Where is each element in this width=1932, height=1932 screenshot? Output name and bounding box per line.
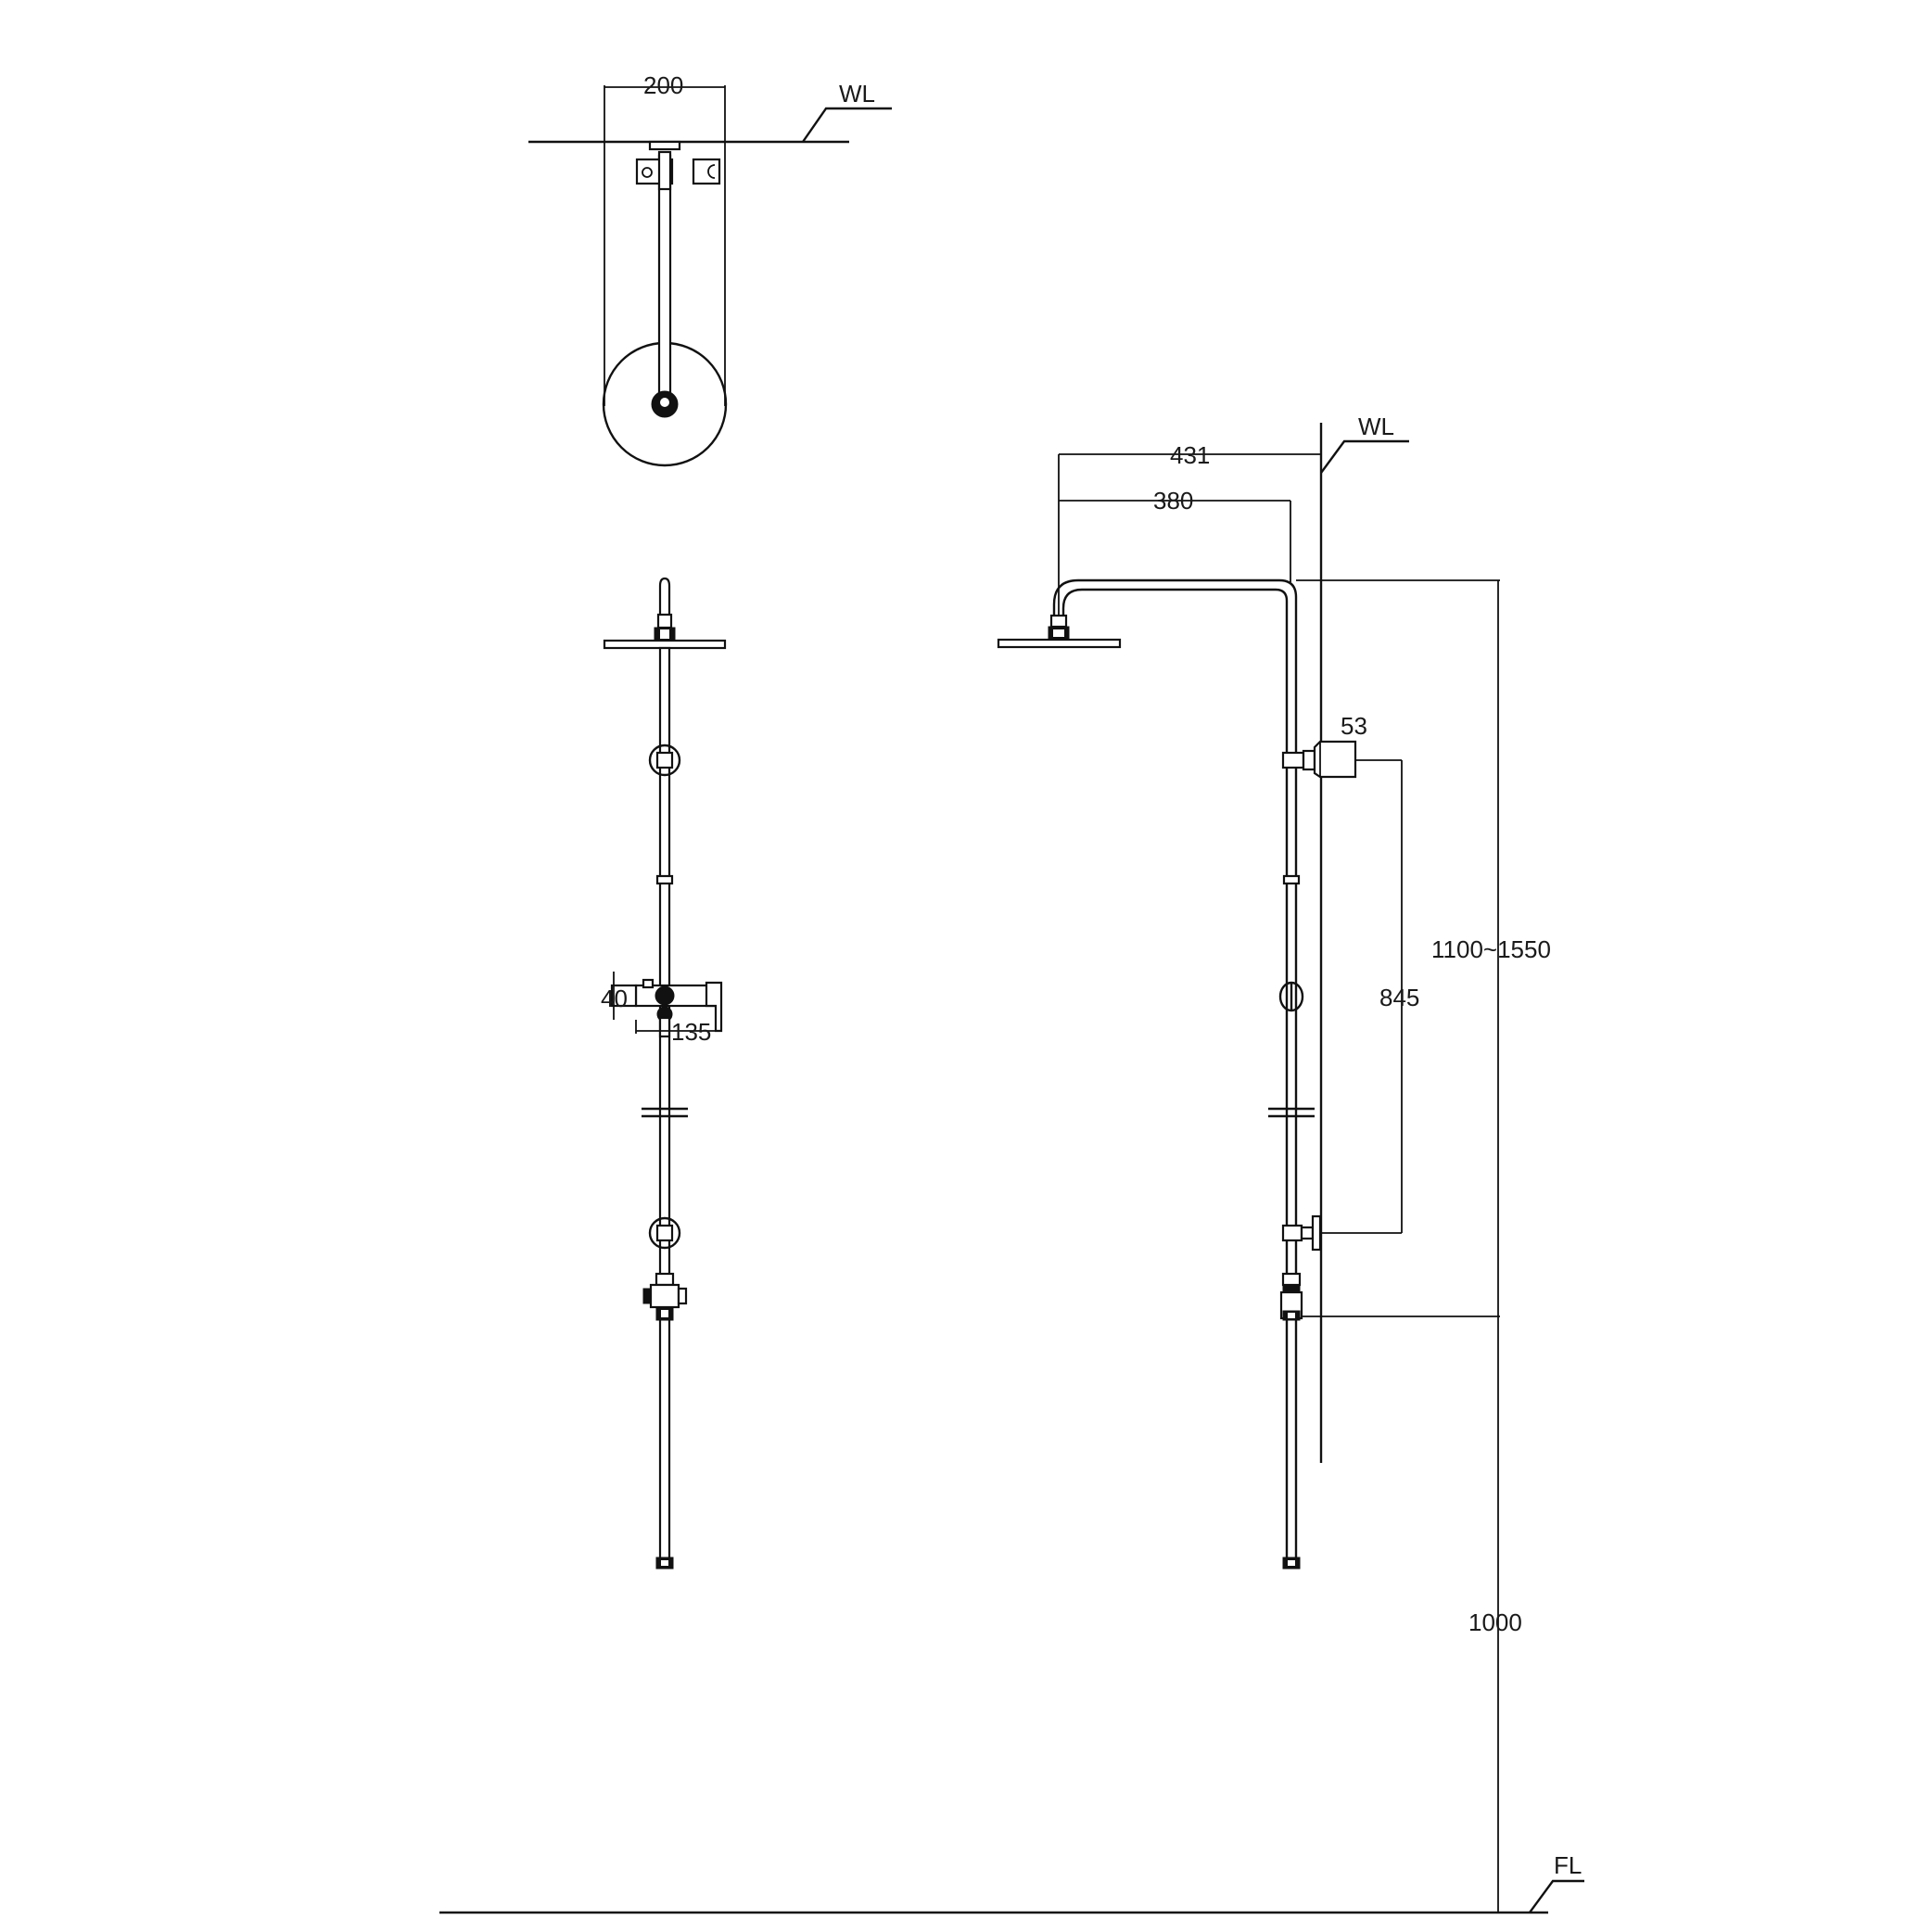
arm-380-label: 380 xyxy=(1153,487,1193,515)
wall-flange-top xyxy=(648,140,681,151)
top-view: WL 200 xyxy=(528,71,892,467)
top-view-width-label: 200 xyxy=(643,71,683,99)
fl-leader xyxy=(1529,1879,1584,1913)
holder-53-label: 53 xyxy=(1341,712,1367,740)
side-diverter-valve xyxy=(1279,1272,1303,1321)
dim-valve-label: 1000 xyxy=(1468,1608,1522,1636)
front-coupling xyxy=(655,874,674,885)
front-view: 40 135 xyxy=(601,577,727,1570)
wl-leader-top xyxy=(802,107,892,143)
front-head-plate xyxy=(603,639,727,650)
wl-label-side: WL xyxy=(1358,413,1394,440)
front-riser xyxy=(658,646,671,1563)
side-head-plate xyxy=(997,638,1122,649)
front-diverter-valve xyxy=(642,1272,688,1321)
side-arm-outer xyxy=(1052,578,1298,1565)
side-lower-bracket xyxy=(1281,1224,1303,1242)
arm-431-label: 431 xyxy=(1170,441,1210,469)
front-slider xyxy=(610,978,723,1038)
wl-label-top: WL xyxy=(839,80,875,108)
side-upper-bracket xyxy=(1281,751,1305,769)
wall-bracket-right xyxy=(692,158,721,185)
front-upper-bracket-ring xyxy=(648,744,681,777)
slider-height-label: 40 xyxy=(601,985,628,1012)
shower-arm-top xyxy=(657,154,672,400)
side-view: WL 431 380 53 845 xyxy=(997,413,1551,1913)
wl-leader-side xyxy=(1320,439,1409,474)
side-arm-inner xyxy=(1061,588,1289,1565)
fl-label: FL xyxy=(1554,1851,1582,1879)
dim-adjust-label: 1100~1550 xyxy=(1431,935,1551,963)
slider-length-label: 135 xyxy=(671,1018,711,1046)
dim-845-label: 845 xyxy=(1379,984,1419,1011)
side-coupling xyxy=(1282,874,1301,885)
front-lower-bracket-ring xyxy=(648,1216,681,1250)
front-arm-stub xyxy=(658,577,671,623)
floor: FL xyxy=(439,1851,1584,1914)
